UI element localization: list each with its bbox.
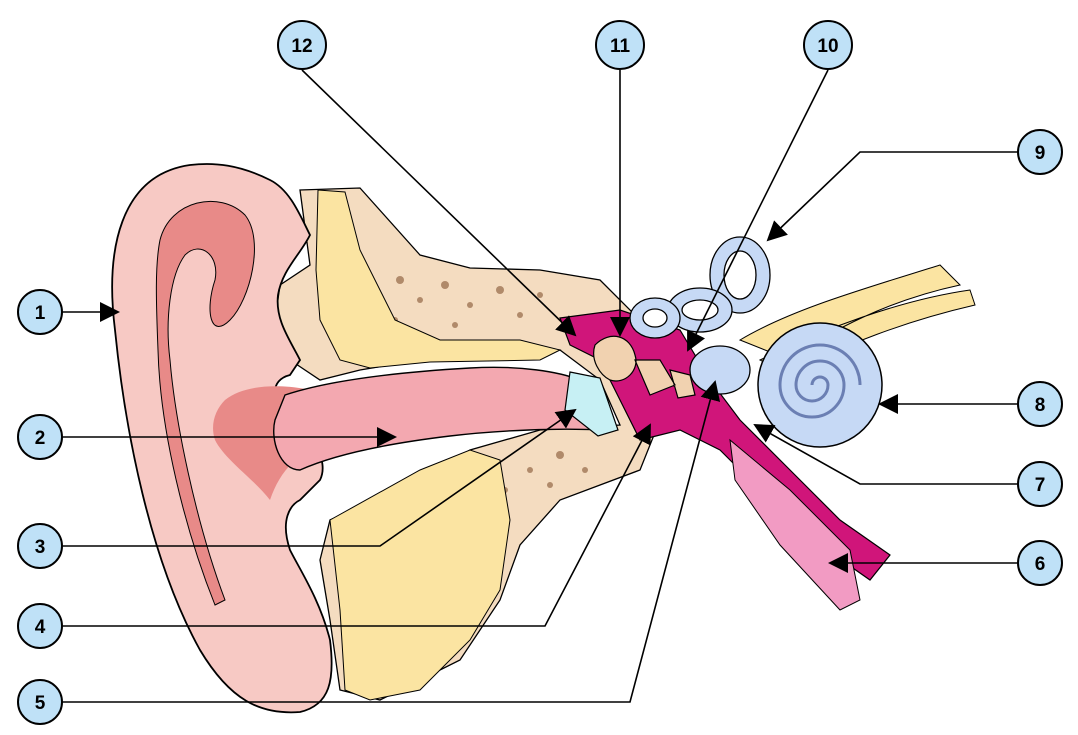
lower-cartilage [330,450,510,700]
label-10: 10 [804,21,852,69]
label-12: 12 [278,21,326,69]
label-9-text: 9 [1035,143,1046,164]
label-3-text: 3 [35,537,46,558]
label-5-text: 5 [35,693,46,714]
cochlea [758,323,882,447]
label-1: 1 [18,290,62,334]
label-1-text: 1 [35,303,46,324]
label-4-text: 4 [35,617,46,638]
label-6: 6 [1018,541,1062,585]
label-2-text: 2 [35,428,46,449]
semicircular-canals [630,237,770,338]
label-9: 9 [1018,130,1062,174]
label-7-text: 7 [1035,475,1046,496]
vestibule [690,346,750,394]
label-11: 11 [596,21,644,69]
label-8-text: 8 [1035,395,1046,416]
label-4: 4 [18,604,62,648]
label-2: 2 [18,415,62,459]
label-11-text: 11 [610,36,631,57]
label-10-text: 10 [817,36,838,57]
label-6-text: 6 [1035,554,1046,575]
label-7: 7 [1018,462,1062,506]
label-3: 3 [18,524,62,568]
label-8: 8 [1018,382,1062,426]
label-12-text: 12 [291,36,312,57]
label-5: 5 [18,680,62,724]
